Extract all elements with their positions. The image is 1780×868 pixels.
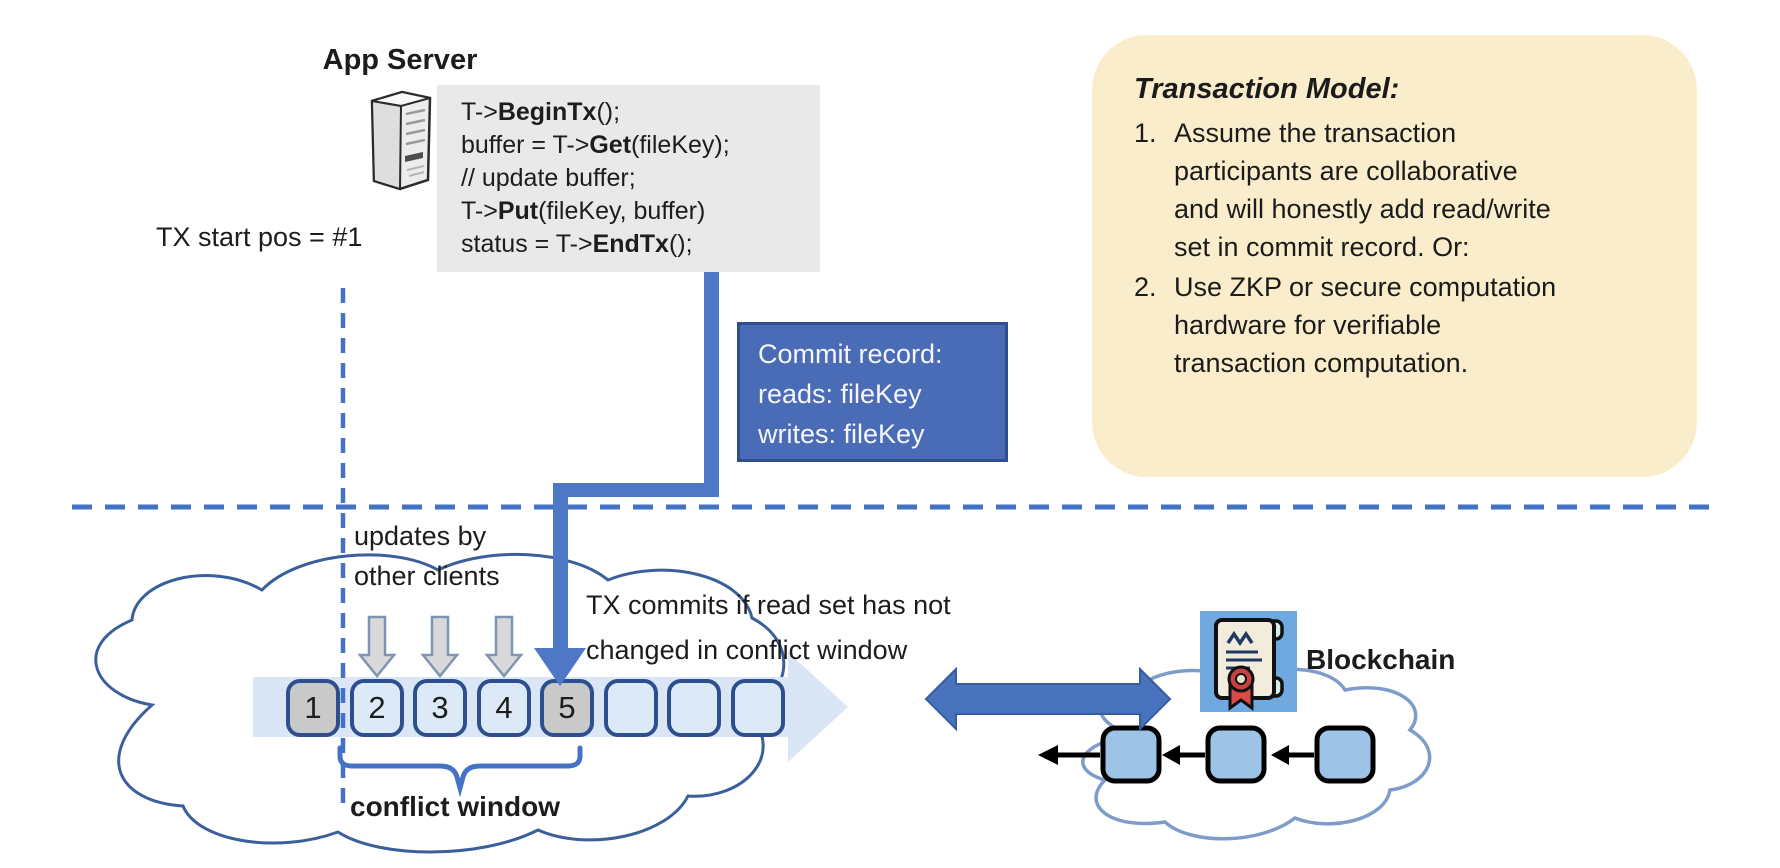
ledger-slot-5: 5 <box>540 679 594 737</box>
code-line: // update buffer; <box>461 164 636 192</box>
update-arrow-icon <box>420 615 460 678</box>
commit-record-line: reads: fileKey <box>758 379 922 409</box>
ledger-slot-3: 3 <box>413 679 467 737</box>
block-icon <box>1314 725 1376 784</box>
item-number: 2. <box>1134 272 1157 302</box>
block-icon <box>1100 725 1162 784</box>
update-arrow-icon <box>484 615 524 678</box>
item-text: Assume the transaction participants are … <box>1174 118 1551 262</box>
transaction-model-title: Transaction Model: <box>1134 73 1400 105</box>
conflict-window-label: conflict window <box>350 791 560 822</box>
item-text: Use ZKP or secure computation hardware f… <box>1174 272 1557 378</box>
commit-record-box: Commit record: reads: fileKey writes: fi… <box>737 322 1008 462</box>
block-icon <box>1205 725 1267 784</box>
chain-arrow-icon <box>1038 745 1314 765</box>
ledger-slot-1: 1 <box>286 679 340 737</box>
app-server-title: App Server <box>322 44 478 76</box>
transaction-model-item: 1. Assume the transaction participants a… <box>1134 114 1667 266</box>
tx-start-pos-label: TX start pos = #1 <box>156 222 363 252</box>
ledger-slot-6 <box>604 679 658 737</box>
app-server-icon <box>370 90 432 191</box>
code-line: T->Put(fileKey, buffer) <box>461 197 706 225</box>
tx-commits-label: TX commits if read set has not changed i… <box>586 590 951 665</box>
ledger-slot-8 <box>731 679 785 737</box>
sync-double-arrow <box>924 666 1172 732</box>
code-line: buffer = T->Get(fileKey); <box>461 131 730 159</box>
blockchain-label: Blockchain <box>1306 644 1456 675</box>
transaction-model-item: 2. Use ZKP or secure computation hardwar… <box>1134 268 1667 382</box>
updates-by-other-clients-label: updates by other clients <box>354 521 500 591</box>
commit-record-line: Commit record: <box>758 339 943 369</box>
transaction-code-box: T->BeginTx(); buffer = T->Get(fileKey); … <box>437 85 820 272</box>
item-number: 1. <box>1134 118 1157 148</box>
code-line: T->BeginTx(); <box>461 98 621 126</box>
update-arrow-icon <box>357 615 397 678</box>
commit-record-line: writes: fileKey <box>758 419 925 449</box>
code-line: status = T->EndTx(); <box>461 230 693 258</box>
transaction-model-note: Transaction Model: 1. Assume the transac… <box>1092 35 1697 477</box>
blockchain-cloud <box>1081 667 1432 841</box>
certificate-icon <box>1200 611 1297 712</box>
conflict-window-brace <box>337 745 583 798</box>
ledger-slot-4: 4 <box>477 679 531 737</box>
ledger-slot-7 <box>667 679 721 737</box>
ledger-slot-2: 2 <box>350 679 404 737</box>
